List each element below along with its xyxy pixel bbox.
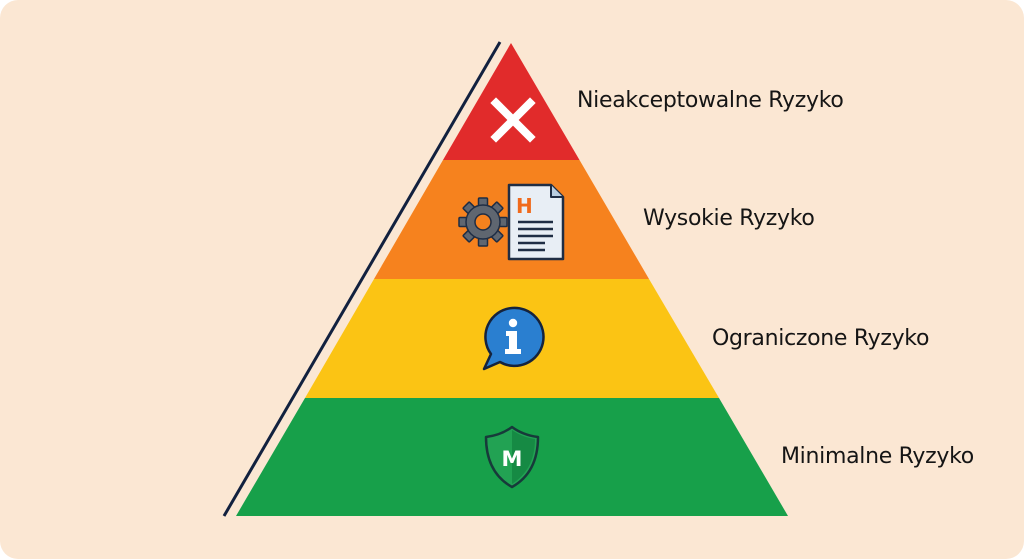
- level-label-limited: Ograniczone Ryzyko: [712, 326, 930, 351]
- level-label-high: Wysokie Ryzyko: [643, 206, 815, 231]
- level-label-minimal: Minimalne Ryzyko: [781, 444, 974, 469]
- svg-text:M: M: [502, 447, 523, 471]
- gear-document-icon: H: [458, 183, 565, 261]
- shield-icon: M: [484, 425, 540, 489]
- x-mark-icon: [490, 97, 536, 143]
- pyramid-edge-line: [222, 41, 502, 517]
- info-speech-bubble-icon: [482, 306, 545, 371]
- gear-icon: [458, 197, 508, 247]
- svg-text:H: H: [516, 194, 533, 218]
- document-icon: H: [507, 183, 565, 261]
- level-label-unacceptable: Nieakceptowalne Ryzyko: [577, 88, 844, 113]
- level-unacceptable: [443, 43, 580, 160]
